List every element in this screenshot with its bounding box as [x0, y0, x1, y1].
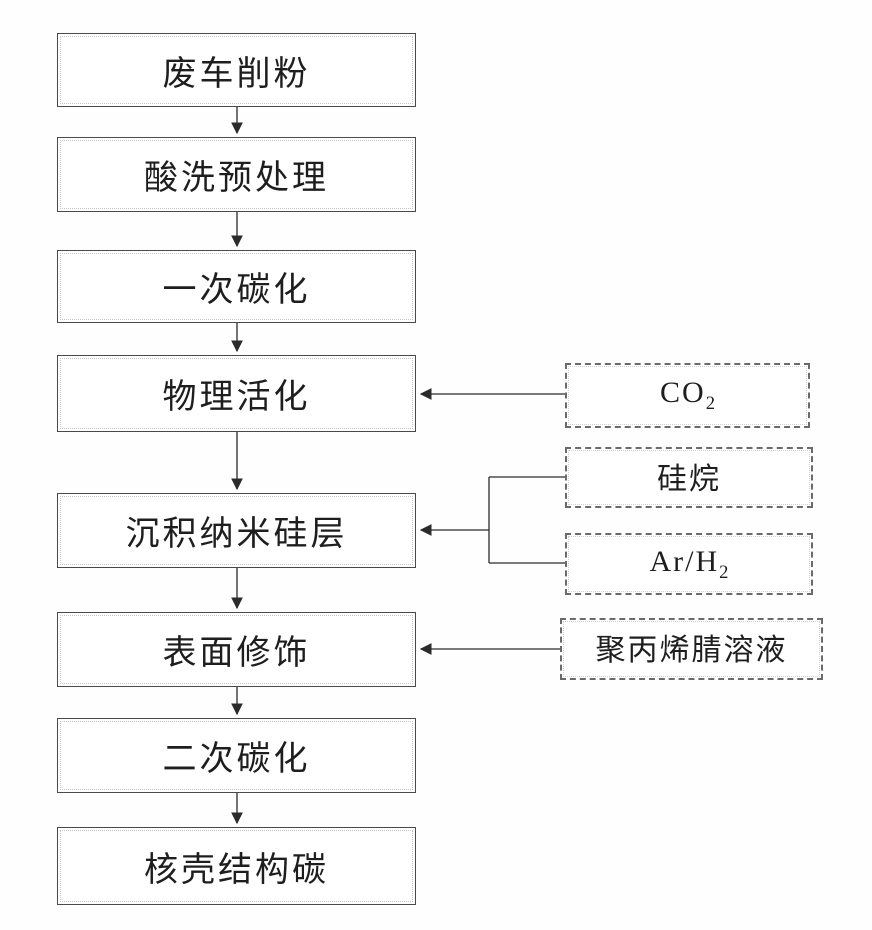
input-box-label: Ar/H2 [649, 544, 729, 583]
flow-box-first-carbonization: 一次碳化 [57, 250, 416, 323]
input-box-co2: CO2 [565, 363, 810, 428]
flow-box-label: 废车削粉 [162, 55, 311, 93]
flow-box-label: 一次碳化 [162, 272, 311, 309]
input-box-label: 硅烷 [657, 462, 721, 496]
input-box-label: CO2 [660, 376, 715, 414]
flow-box-core-shell-structure-carbon: 核壳结构碳 [57, 827, 416, 905]
input-box-ar-h2: Ar/H2 [565, 533, 813, 595]
flow-box-label: 沉积纳米硅层 [125, 516, 348, 553]
input-box-label: 聚丙烯腈溶液 [595, 634, 788, 667]
flow-box-surface-modification: 表面修饰 [57, 612, 416, 687]
flow-box-physical-activation: 物理活化 [57, 355, 416, 432]
input-box-pan-solution: 聚丙烯腈溶液 [560, 618, 823, 680]
flow-box-deposit-nano-silicon-layer: 沉积纳米硅层 [57, 493, 416, 568]
flow-box-acid-wash-pretreatment: 酸洗预处理 [57, 137, 416, 212]
input-box-silane: 硅烷 [565, 447, 813, 508]
flow-box-waste-car-shaving-powder: 废车削粉 [57, 33, 416, 107]
flow-box-label: 表面修饰 [162, 635, 311, 672]
flow-box-second-carbonization: 二次碳化 [57, 718, 416, 793]
flow-box-label: 酸洗预处理 [144, 160, 329, 197]
flow-box-label: 二次碳化 [162, 741, 311, 778]
flow-box-label: 核壳结构碳 [144, 851, 329, 889]
flow-box-label: 物理活化 [162, 379, 311, 416]
